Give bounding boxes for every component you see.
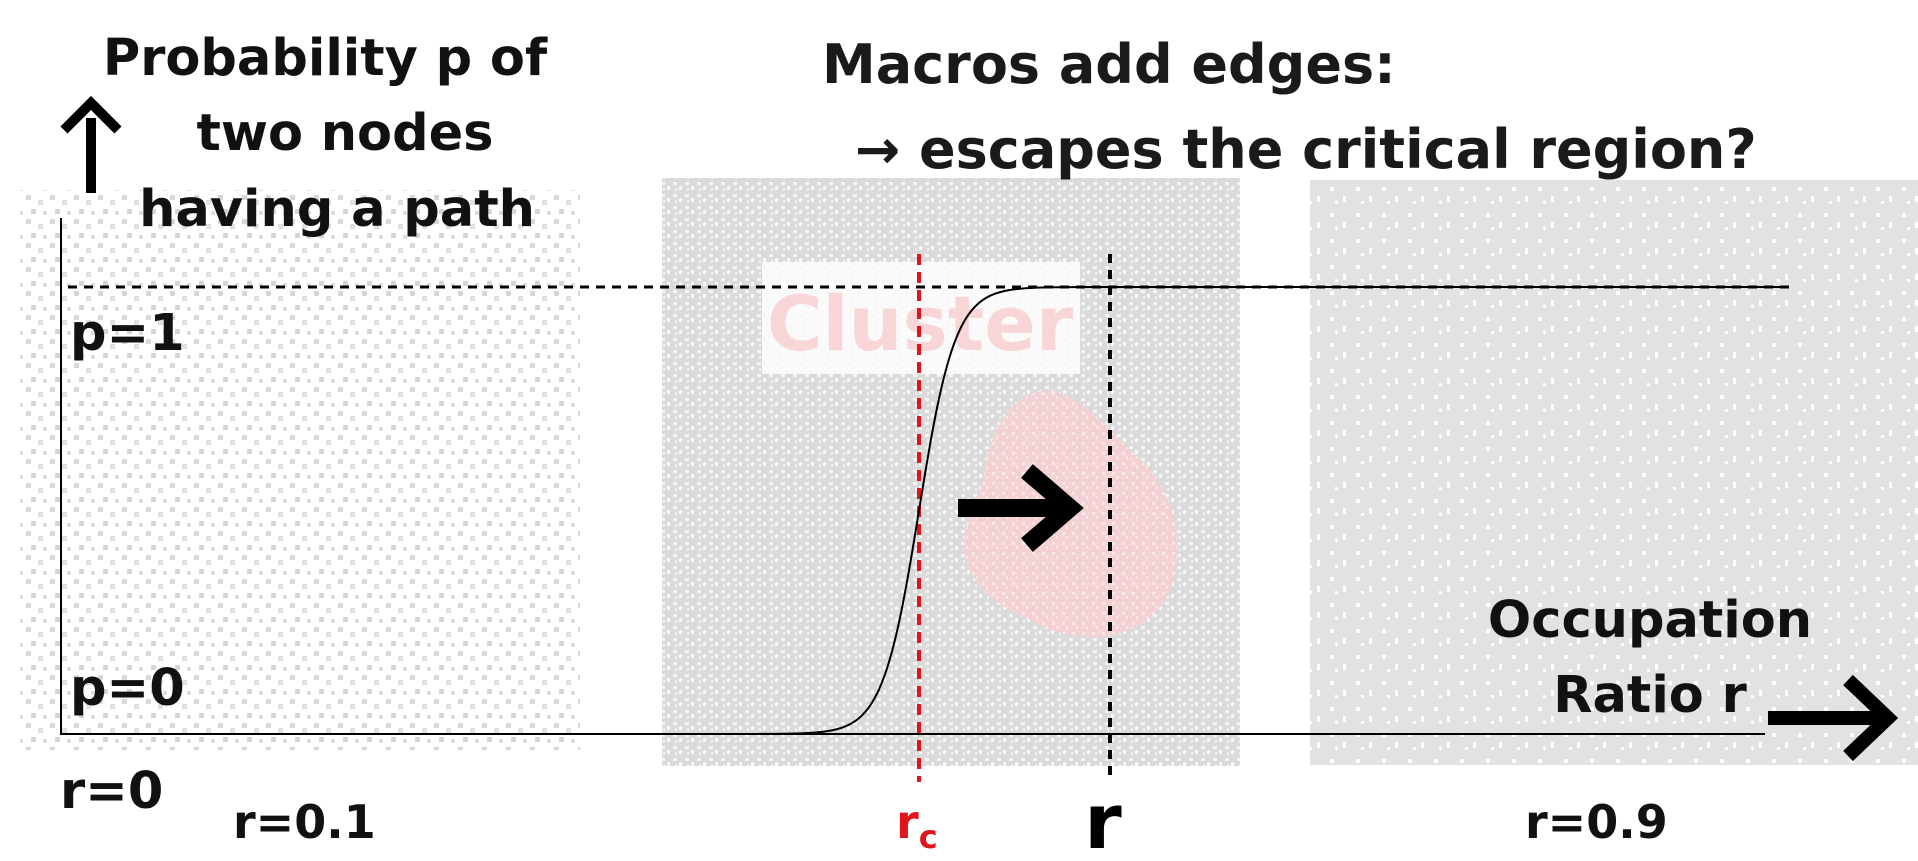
p1-label: p=1 — [70, 304, 185, 363]
shift-arrow-icon — [958, 464, 1084, 552]
tick-rc: rc — [896, 795, 938, 856]
p0-label: p=0 — [70, 659, 185, 718]
tick-rc-base: r — [896, 795, 919, 849]
tick-r09: r=0.9 — [1525, 795, 1668, 849]
tick-r: r — [1084, 777, 1122, 856]
x-axis-label-line-2: Ratio r — [1553, 666, 1747, 725]
x-axis-label-line-1: Occupation — [1488, 591, 1812, 650]
title-line-2: → escapes the critical region? — [855, 118, 1757, 181]
panel-high-density — [1310, 180, 1918, 765]
x-axis-arrow-icon — [1768, 674, 1899, 762]
title-line-1: Macros add edges: — [822, 33, 1396, 96]
probability-curve — [61, 286, 1789, 735]
y-axis-arrow-icon — [60, 95, 122, 193]
y-axis-label-line-2: two nodes — [196, 104, 493, 163]
panel-low-density — [20, 190, 580, 750]
y-axis-label-line-3: having a path — [139, 180, 535, 239]
y-axis-label-line-1: Probability p of — [103, 29, 548, 88]
tick-r0: r=0 — [60, 762, 163, 821]
tick-r01: r=0.1 — [233, 795, 376, 849]
tick-rc-subscript: c — [919, 818, 938, 856]
